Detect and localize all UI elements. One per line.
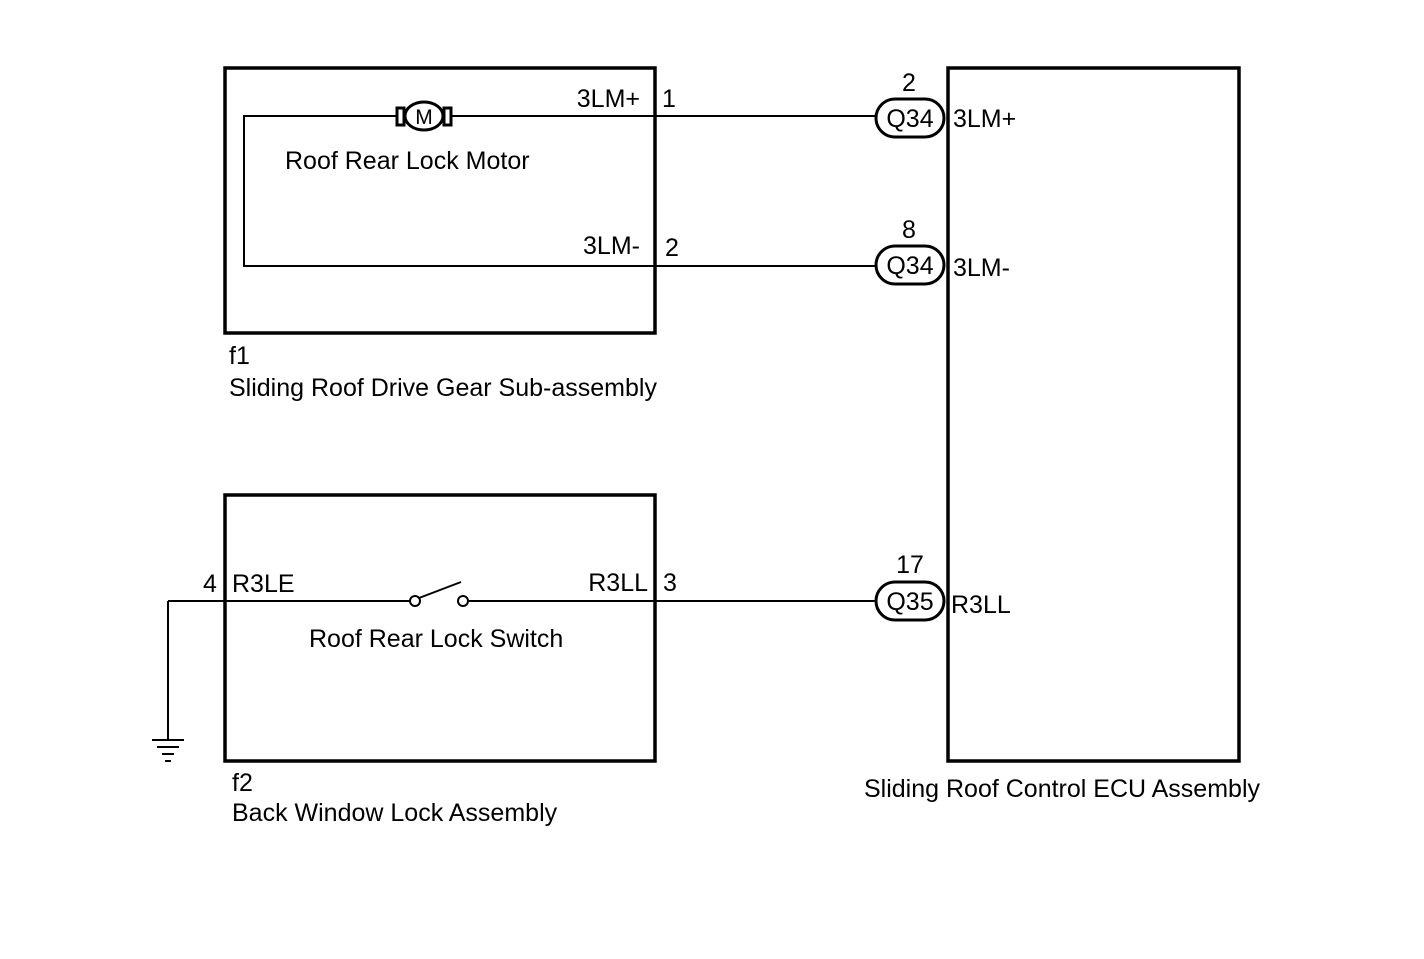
f2-name-label: Back Window Lock Assembly [232, 799, 558, 827]
ecu-pin-r3ll-connector: Q35 [886, 588, 933, 616]
switch-icon [409, 581, 469, 607]
f1-pin1-signal: 3LM+ [577, 85, 640, 113]
f1-motor-loop-wire [243, 115, 655, 267]
ecu-pin-3lm-plus-number: 2 [902, 69, 916, 97]
connector-icon [874, 97, 946, 139]
motor-symbol-letter: M [415, 106, 433, 129]
f2-pin3-number: 3 [663, 569, 677, 597]
f1-motor-label: Roof Rear Lock Motor [285, 147, 530, 175]
ecu-name-label: Sliding Roof Control ECU Assembly [864, 775, 1260, 803]
ecu-pin-r3ll-number: 17 [896, 551, 924, 579]
ecu-pin-r3ll-signal: R3LL [951, 591, 1011, 619]
f1-pin1-number: 1 [662, 85, 676, 113]
ecu-pin-3lm-minus-connector: Q34 [886, 252, 933, 280]
ecu-pin-3lm-minus-signal: 3LM- [953, 254, 1010, 282]
f2-component-box [223, 493, 657, 763]
f1-code-label: f1 [229, 342, 250, 370]
ecu-pin-3lm-plus-connector: Q34 [886, 105, 933, 133]
f1-pin2-signal: 3LM- [583, 232, 640, 260]
motor-icon: M [395, 100, 453, 132]
f2-pin3-signal: R3LL [588, 569, 648, 597]
f1-component-box [223, 66, 657, 335]
ecu-component-box [946, 66, 1241, 763]
ecu-pin-3lm-minus-number: 8 [902, 216, 916, 244]
f2-pin4-signal: R3LE [232, 570, 295, 598]
connector-icon [874, 244, 946, 286]
f2-code-label: f2 [232, 769, 253, 797]
f1-name-label: Sliding Roof Drive Gear Sub-assembly [229, 374, 657, 402]
f1-pin2-number: 2 [665, 234, 679, 262]
ecu-pin-3lm-plus-signal: 3LM+ [953, 105, 1016, 133]
f2-switch-label: Roof Rear Lock Switch [309, 625, 563, 653]
ground-icon [152, 739, 184, 762]
f2-pin4-number: 4 [203, 570, 217, 598]
